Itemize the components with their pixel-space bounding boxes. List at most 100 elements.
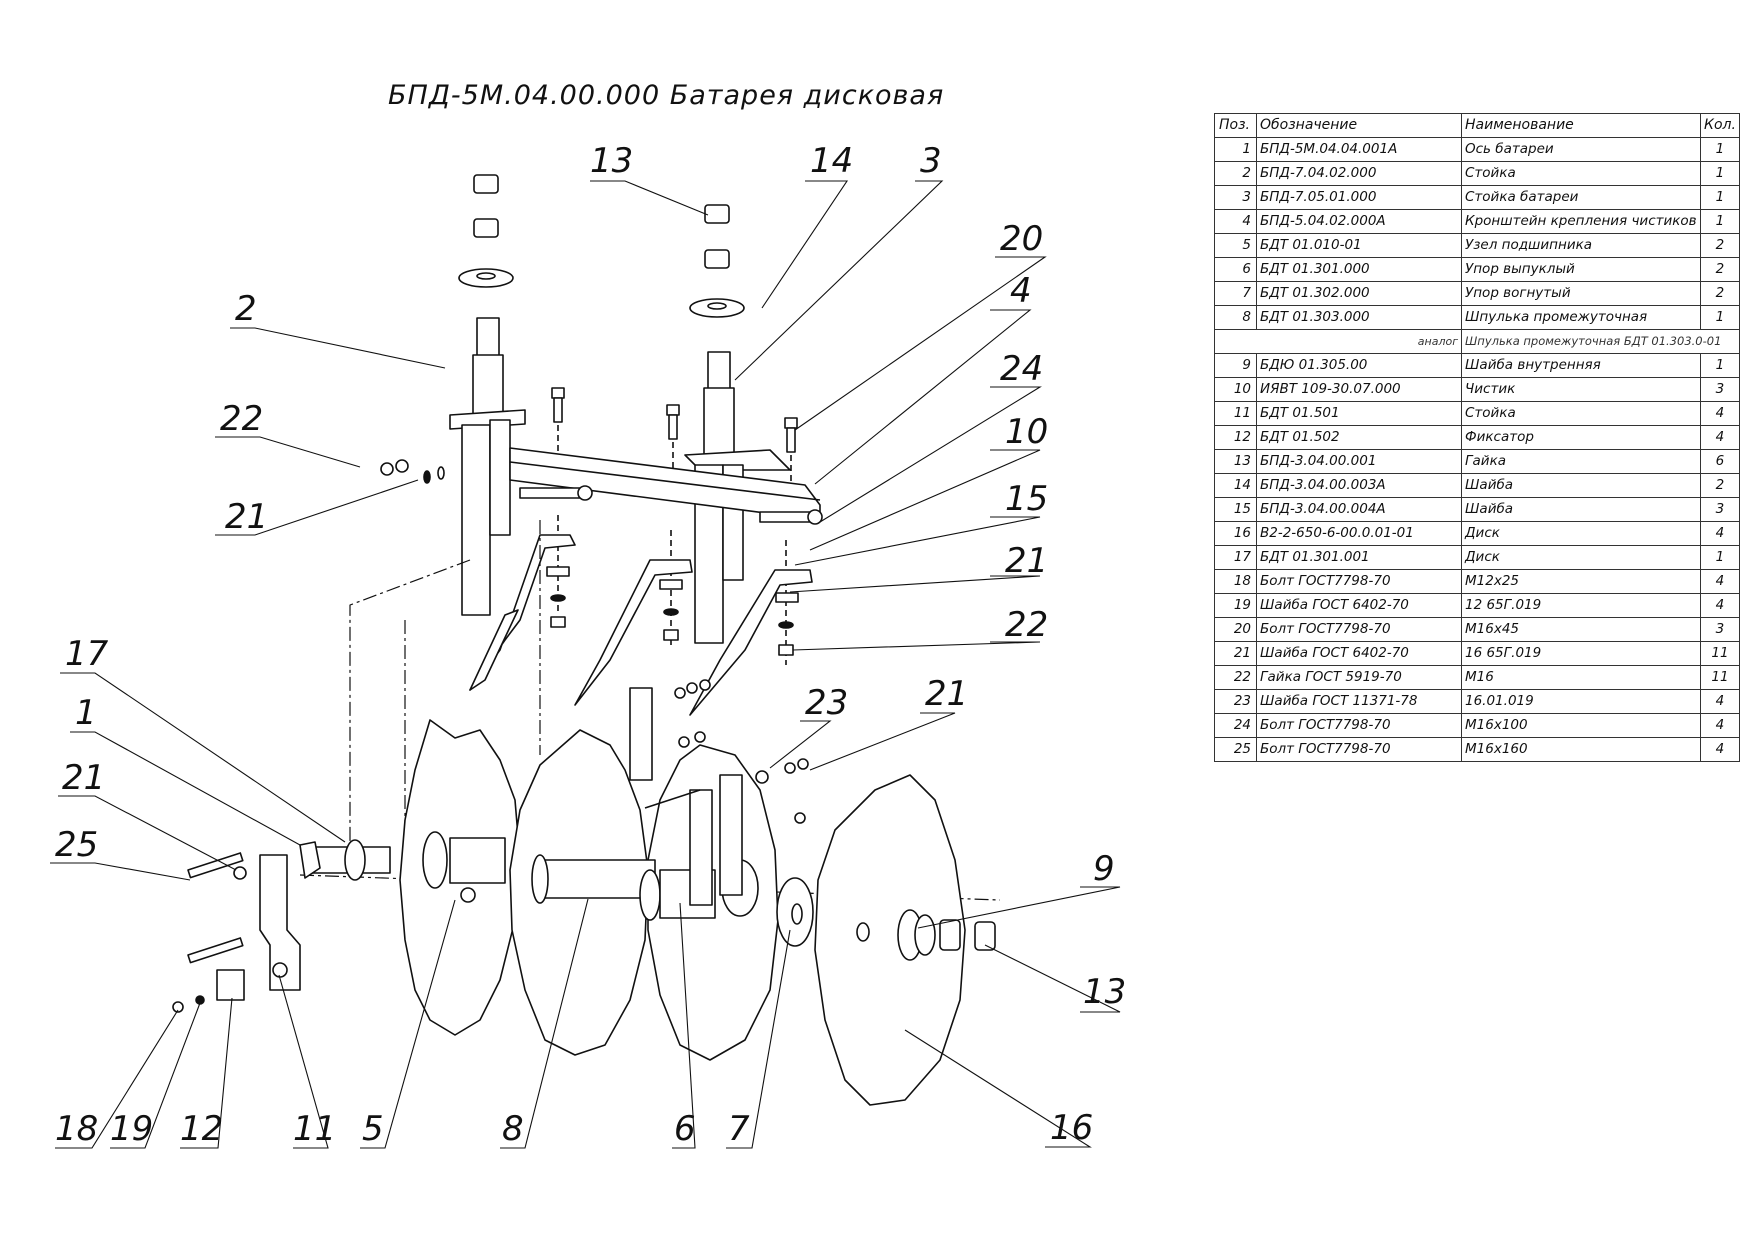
spool-part-8 bbox=[531, 854, 656, 904]
cell-name: Шайба внутренняя bbox=[1461, 353, 1701, 378]
cell-pos: 17 bbox=[1214, 545, 1257, 570]
header-name: Наименование bbox=[1461, 113, 1701, 138]
bolt-part-18 bbox=[172, 1001, 184, 1013]
cell-name: Чистик bbox=[1461, 377, 1701, 402]
cell-designation: БПД-7.04.02.000 bbox=[1256, 161, 1462, 186]
stand-part-11 bbox=[259, 854, 301, 991]
cell-pos: 13 bbox=[1214, 449, 1257, 474]
cell-designation: БПД-3.04.00.003А bbox=[1256, 473, 1462, 498]
cell-designation: ИЯВТ 109-30.07.000 bbox=[1256, 377, 1462, 402]
cell-qty: 11 bbox=[1700, 641, 1740, 666]
cell-designation: БДТ 01.303.000 bbox=[1256, 305, 1462, 330]
cell-qty: 3 bbox=[1700, 617, 1740, 642]
callout-label: 20 bbox=[1000, 219, 1043, 259]
cell-name: М16х160 bbox=[1461, 737, 1701, 762]
washer-part-21 bbox=[233, 866, 247, 880]
cell-designation: БДТ 01.010-01 bbox=[1256, 233, 1462, 258]
leader-lines bbox=[50, 180, 1121, 1149]
cell-name: Узел подшипника bbox=[1461, 233, 1701, 258]
cell-qty: 3 bbox=[1700, 497, 1740, 522]
cell-pos: 20 bbox=[1214, 617, 1257, 642]
callout-label: 2 bbox=[235, 289, 257, 329]
cell-designation: Шайба ГОСТ 11371-78 bbox=[1256, 689, 1462, 714]
cell-pos: 23 bbox=[1214, 689, 1257, 714]
cell-qty: 11 bbox=[1700, 665, 1740, 690]
cell-pos: 9 bbox=[1214, 353, 1257, 378]
cleaner-fasteners bbox=[546, 566, 799, 656]
left-nut-stack bbox=[458, 174, 514, 288]
cell-designation: БДТ 01.302.000 bbox=[1256, 281, 1462, 306]
cell-qty: 1 bbox=[1700, 353, 1740, 378]
cell-qty: 4 bbox=[1700, 593, 1740, 618]
cell-name: Шайба bbox=[1461, 473, 1701, 498]
analog-name: Шпулька промежуточная БДТ 01.303.0-01 bbox=[1461, 329, 1740, 354]
cell-pos: 19 bbox=[1214, 593, 1257, 618]
cell-name: 12 65Г.019 bbox=[1461, 593, 1701, 618]
cell-qty: 2 bbox=[1700, 281, 1740, 306]
cell-designation: Шайба ГОСТ 6402-70 bbox=[1256, 593, 1462, 618]
cell-qty: 4 bbox=[1700, 401, 1740, 426]
callout-label: 7 bbox=[728, 1109, 750, 1149]
cell-qty: 1 bbox=[1700, 545, 1740, 570]
callout-label: 17 bbox=[65, 634, 109, 674]
bracket-fasteners-23-21 bbox=[674, 679, 809, 824]
washer-part-19 bbox=[195, 995, 205, 1005]
cell-qty: 4 bbox=[1700, 713, 1740, 738]
callout-label: 15 bbox=[1005, 479, 1048, 519]
cell-qty: 4 bbox=[1700, 569, 1740, 594]
cell-qty: 1 bbox=[1700, 137, 1740, 162]
callout-label: 21 bbox=[62, 758, 105, 798]
bolts-part-20 bbox=[551, 387, 798, 453]
callout-label: 10 bbox=[1005, 412, 1048, 452]
cleaner-stand-brackets bbox=[629, 687, 743, 906]
cell-qty: 6 bbox=[1700, 449, 1740, 474]
cell-qty: 4 bbox=[1700, 737, 1740, 762]
disk-part-16 bbox=[814, 774, 966, 1106]
callout-label: 22 bbox=[1005, 605, 1048, 645]
cell-name: Гайка bbox=[1461, 449, 1701, 474]
stand-part-2 bbox=[449, 317, 526, 616]
cell-pos: 16 bbox=[1214, 521, 1257, 546]
analog-note: аналог bbox=[1214, 329, 1462, 354]
cell-designation: БПД-7.05.01.000 bbox=[1256, 185, 1462, 210]
cell-pos: 24 bbox=[1214, 713, 1257, 738]
nut-part-13 bbox=[704, 249, 730, 269]
cell-name: М16х45 bbox=[1461, 617, 1701, 642]
assembly-illustration bbox=[172, 174, 1001, 1106]
callout-label: 18 bbox=[55, 1109, 98, 1149]
cell-name: Диск bbox=[1461, 545, 1701, 570]
cell-pos: 3 bbox=[1214, 185, 1257, 210]
cell-designation: БДТ 01.502 bbox=[1256, 425, 1462, 450]
header-qty: Кол. bbox=[1700, 113, 1740, 138]
cell-pos: 2 bbox=[1214, 161, 1257, 186]
left-side-fasteners bbox=[380, 459, 445, 484]
cell-qty: 4 bbox=[1700, 425, 1740, 450]
cell-pos: 14 bbox=[1214, 473, 1257, 498]
callout-label: 13 bbox=[590, 141, 633, 181]
callout-label: 21 bbox=[925, 674, 968, 714]
cell-name: Фиксатор bbox=[1461, 425, 1701, 450]
cell-pos: 7 bbox=[1214, 281, 1257, 306]
inner-washer-part-9 bbox=[897, 909, 936, 961]
cell-designation: БДЮ 01.305.00 bbox=[1256, 353, 1462, 378]
callout-label: 25 bbox=[55, 825, 98, 865]
axle-part-1 bbox=[299, 839, 391, 881]
cell-designation: Болт ГОСТ7798-70 bbox=[1256, 737, 1462, 762]
cell-designation: Болт ГОСТ7798-70 bbox=[1256, 713, 1462, 738]
cell-name: М12х25 bbox=[1461, 569, 1701, 594]
cell-pos: 25 bbox=[1214, 737, 1257, 762]
cell-name: Стойка bbox=[1461, 401, 1701, 426]
cell-pos: 21 bbox=[1214, 641, 1257, 666]
cell-designation: Болт ГОСТ7798-70 bbox=[1256, 617, 1462, 642]
cell-designation: БДТ 01.301.001 bbox=[1256, 545, 1462, 570]
header-pos: Поз. bbox=[1214, 113, 1257, 138]
cell-pos: 10 bbox=[1214, 377, 1257, 402]
